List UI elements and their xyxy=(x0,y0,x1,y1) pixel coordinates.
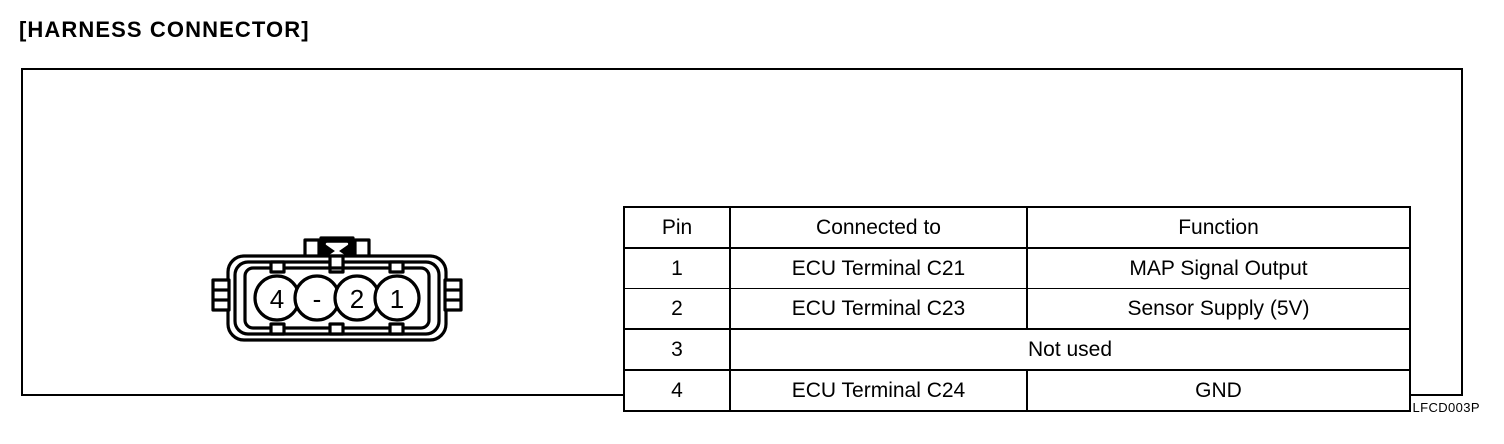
diagram-frame: 4 - 2 1 Pin Connected to Function xyxy=(21,68,1463,412)
table-row: 3 Not used xyxy=(623,328,1411,371)
cell-pin: 2 xyxy=(623,288,731,330)
housing-key-top-1 xyxy=(269,260,286,274)
cell-connected-to: ECU Terminal C23 xyxy=(729,288,1028,330)
pin-number-3: - xyxy=(313,284,322,314)
cell-connected-to: ECU Terminal C21 xyxy=(729,247,1028,289)
side-tab-left xyxy=(211,278,231,312)
column-header-pin: Pin xyxy=(623,206,731,249)
cell-function: Sensor Supply (5V) xyxy=(1026,288,1411,330)
cell-not-used: Not used xyxy=(729,328,1411,371)
table-row: 4 ECU Terminal C24 GND xyxy=(623,369,1411,412)
column-header-function: Function xyxy=(1026,206,1411,249)
column-header-connected-to: Connected to xyxy=(729,206,1028,249)
pin-number-4: 4 xyxy=(270,284,284,314)
cell-function: MAP Signal Output xyxy=(1026,247,1411,289)
housing-key-bottom-3 xyxy=(388,322,405,336)
table-row: 1 ECU Terminal C21 MAP Signal Output xyxy=(623,247,1411,289)
pin-number-2: 2 xyxy=(350,284,364,314)
cell-function: GND xyxy=(1026,369,1411,412)
connector-drawing: 4 - 2 1 xyxy=(211,236,463,342)
center-rib xyxy=(328,254,345,270)
pinout-table: Pin Connected to Function 1 ECU Terminal… xyxy=(623,206,1411,412)
side-tab-right xyxy=(443,278,463,312)
cell-pin: 3 xyxy=(623,328,731,371)
housing-key-top-3 xyxy=(388,260,405,274)
cell-pin: 4 xyxy=(623,369,731,412)
connector-illustration: 4 - 2 1 xyxy=(209,222,465,354)
cell-pin: 1 xyxy=(623,247,731,289)
cell-connected-to: ECU Terminal C24 xyxy=(729,369,1028,412)
pin-cavity-1 xyxy=(373,274,421,322)
pin-number-1: 1 xyxy=(390,284,404,314)
figure-code-label: LFCD003P xyxy=(1412,400,1480,415)
housing-key-bottom-1 xyxy=(269,322,286,336)
table-row: 2 ECU Terminal C23 Sensor Supply (5V) xyxy=(623,288,1411,330)
housing-key-bottom-2 xyxy=(328,322,345,336)
page-title: [HARNESS CONNECTOR] xyxy=(19,17,310,42)
table-header-row: Pin Connected to Function xyxy=(623,206,1411,249)
